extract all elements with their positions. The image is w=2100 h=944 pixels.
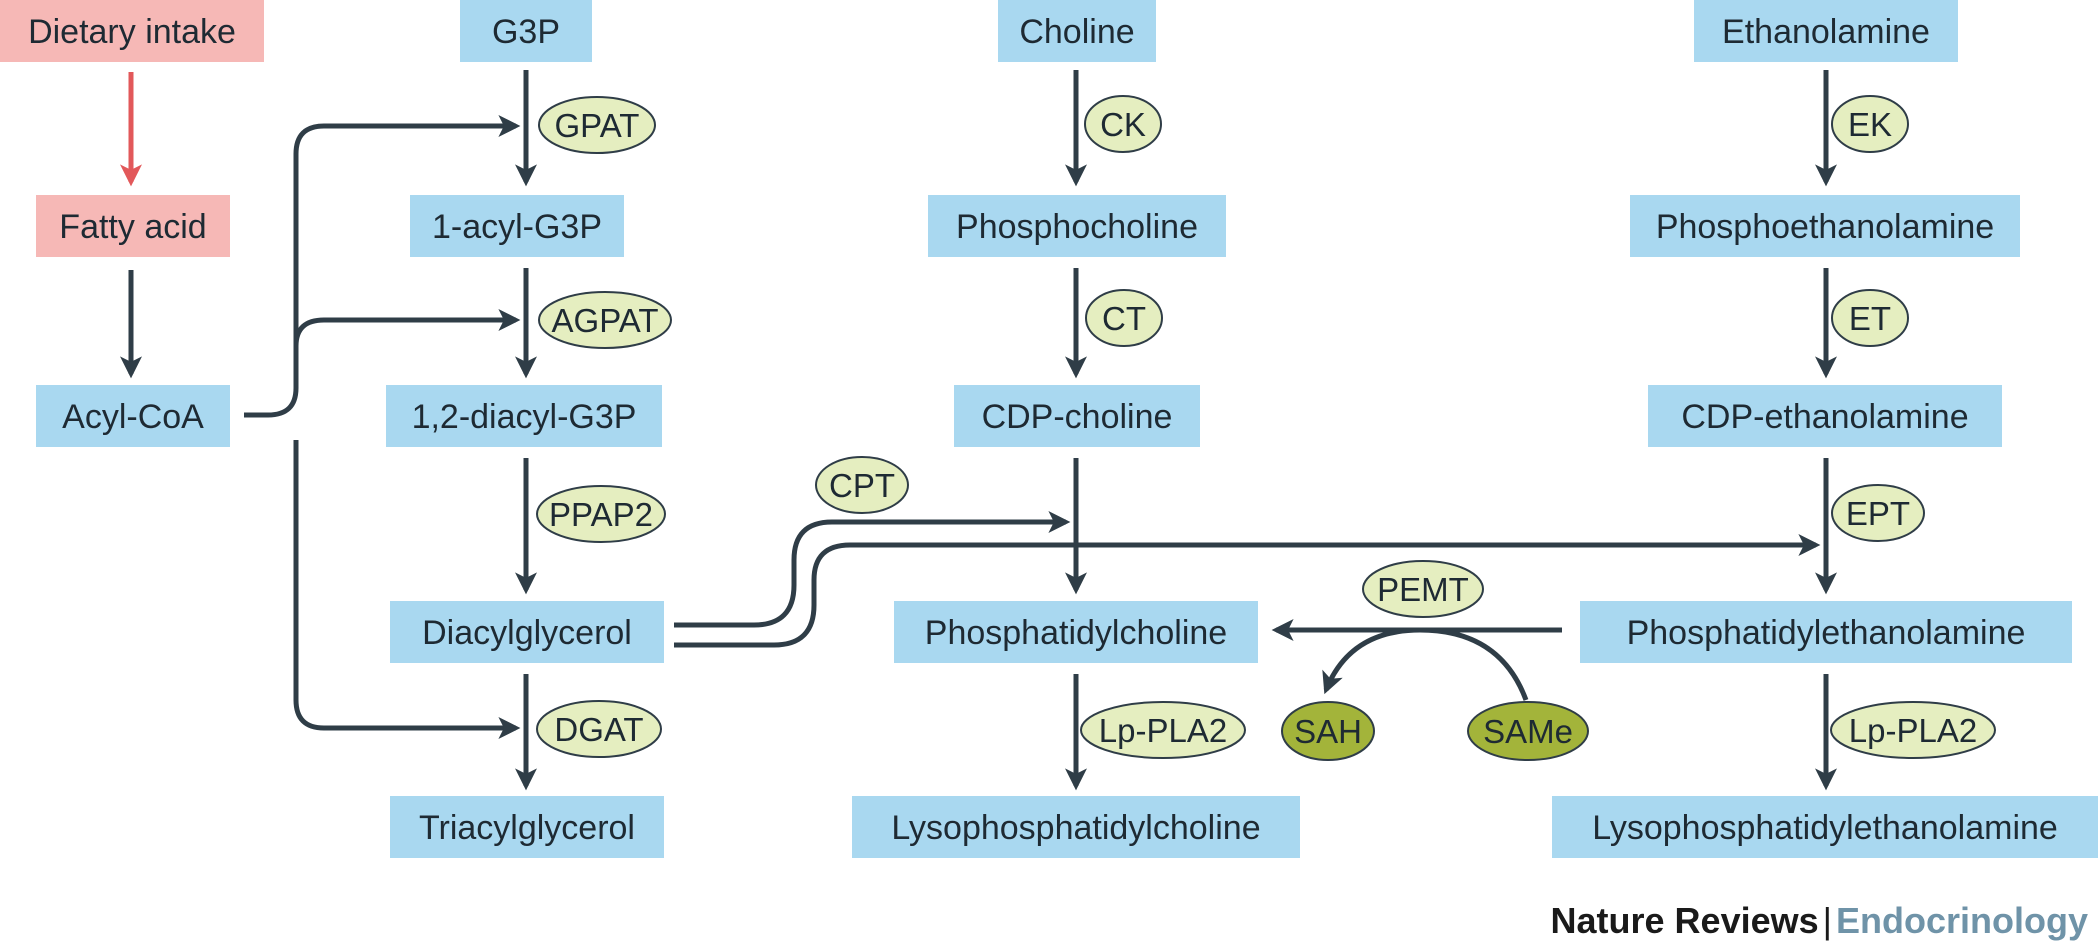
node-lysophosphatidylcholine-label: Lysophosphatidylcholine bbox=[891, 809, 1260, 847]
node-diacylglycerol: Diacylglycerol bbox=[390, 601, 664, 663]
enzyme-ept: EPT bbox=[1831, 484, 1925, 542]
node-triacylglycerol: Triacylglycerol bbox=[390, 796, 664, 858]
enzyme-lp-pla2-pe-label: Lp-PLA2 bbox=[1849, 712, 1977, 749]
enzyme-ek-label: EK bbox=[1848, 106, 1892, 143]
node-lysophosphatidylcholine: Lysophosphatidylcholine bbox=[852, 796, 1300, 858]
arrow-dag-to-ept bbox=[674, 534, 1821, 648]
node-fatty-acid-label: Fatty acid bbox=[59, 208, 206, 246]
enzyme-ept-label: EPT bbox=[1846, 495, 1910, 532]
node-diacyl-g3p-label: 1,2-diacyl-G3P bbox=[412, 398, 637, 436]
node-acyl-g3p: 1-acyl-G3P bbox=[410, 195, 624, 257]
node-diacyl-g3p: 1,2-diacyl-G3P bbox=[386, 385, 662, 447]
enzyme-agpat: AGPAT bbox=[538, 291, 672, 349]
cofactor-sah-label: SAH bbox=[1294, 713, 1362, 750]
enzyme-ck-label: CK bbox=[1100, 106, 1146, 143]
journal-credit: Nature Reviews|Endocrinology bbox=[1551, 900, 2088, 942]
node-choline-label: Choline bbox=[1019, 13, 1134, 51]
enzyme-gpat-label: GPAT bbox=[555, 107, 640, 144]
enzyme-ppap2: PPAP2 bbox=[536, 485, 666, 543]
node-g3p: G3P bbox=[460, 0, 592, 62]
node-diacylglycerol-label: Diacylglycerol bbox=[422, 614, 632, 652]
journal-subtitle: Endocrinology bbox=[1836, 900, 2088, 941]
journal-separator: | bbox=[1822, 900, 1832, 941]
node-lysophosphatidylethanolamine-label: Lysophosphatidylethanolamine bbox=[1592, 809, 2058, 847]
enzyme-lp-pla2-pc-label: Lp-PLA2 bbox=[1099, 712, 1227, 749]
node-phosphocholine-label: Phosphocholine bbox=[956, 208, 1198, 246]
enzyme-lp-pla2-pe: Lp-PLA2 bbox=[1830, 701, 1996, 759]
journal-name: Nature Reviews bbox=[1550, 900, 1819, 941]
node-dietary-intake-label: Dietary intake bbox=[28, 13, 236, 51]
cofactor-nodes: SAH SAMe bbox=[1281, 701, 1589, 761]
arrows bbox=[120, 70, 1837, 791]
node-ethanolamine: Ethanolamine bbox=[1694, 0, 1958, 62]
node-acyl-coa-label: Acyl-CoA bbox=[62, 398, 204, 436]
arrow-dag-to-cpt bbox=[674, 511, 1071, 628]
cofactor-same: SAMe bbox=[1467, 701, 1589, 761]
node-lysophosphatidylethanolamine: Lysophosphatidylethanolamine bbox=[1552, 796, 2098, 858]
node-phosphoethanolamine: Phosphoethanolamine bbox=[1630, 195, 2020, 257]
enzyme-nodes: GPAT AGPAT PPAP2 DGAT CK CT CPT Lp-PLA2 bbox=[536, 95, 1996, 759]
cofactor-same-label: SAMe bbox=[1483, 713, 1573, 750]
enzyme-ppap2-label: PPAP2 bbox=[549, 496, 653, 533]
node-fatty-acid: Fatty acid bbox=[36, 195, 230, 257]
node-cdp-choline: CDP-choline bbox=[954, 385, 1200, 447]
node-phosphoethanolamine-label: Phosphoethanolamine bbox=[1656, 208, 1994, 246]
node-acyl-g3p-label: 1-acyl-G3P bbox=[432, 208, 602, 246]
node-triacylglycerol-label: Triacylglycerol bbox=[419, 809, 635, 847]
node-acyl-coa: Acyl-CoA bbox=[36, 385, 230, 447]
enzyme-ek: EK bbox=[1831, 95, 1909, 153]
enzyme-ct-label: CT bbox=[1102, 300, 1146, 337]
node-cdp-choline-label: CDP-choline bbox=[982, 398, 1173, 436]
enzyme-lp-pla2-pc: Lp-PLA2 bbox=[1080, 701, 1246, 759]
arrow-acyl-coa-bracket bbox=[244, 123, 516, 731]
metabolite-nodes: Dietary intake Fatty acid Acyl-CoA G3P 1… bbox=[0, 0, 2098, 858]
enzyme-dgat: DGAT bbox=[536, 700, 662, 758]
enzyme-pemt-label: PEMT bbox=[1377, 571, 1469, 608]
enzyme-ct: CT bbox=[1085, 289, 1163, 347]
node-cdp-ethanolamine: CDP-ethanolamine bbox=[1648, 385, 2002, 447]
enzyme-et-label: ET bbox=[1849, 300, 1891, 337]
enzyme-cpt-label: CPT bbox=[829, 467, 895, 504]
enzyme-agpat-label: AGPAT bbox=[552, 302, 659, 339]
node-dietary-intake: Dietary intake bbox=[0, 0, 264, 62]
node-choline: Choline bbox=[998, 0, 1156, 62]
arrow-same-to-sah bbox=[1322, 627, 1529, 701]
enzyme-pemt: PEMT bbox=[1362, 560, 1484, 618]
node-cdp-ethanolamine-label: CDP-ethanolamine bbox=[1681, 398, 1968, 436]
enzyme-ck: CK bbox=[1084, 95, 1162, 153]
node-phosphatidylcholine-label: Phosphatidylcholine bbox=[925, 614, 1227, 652]
node-ethanolamine-label: Ethanolamine bbox=[1722, 13, 1930, 51]
node-phosphatidylethanolamine-label: Phosphatidylethanolamine bbox=[1627, 614, 2026, 652]
enzyme-et: ET bbox=[1831, 289, 1909, 347]
node-phosphocholine: Phosphocholine bbox=[928, 195, 1226, 257]
node-g3p-label: G3P bbox=[492, 13, 560, 51]
enzyme-dgat-label: DGAT bbox=[554, 711, 643, 748]
node-phosphatidylcholine: Phosphatidylcholine bbox=[894, 601, 1258, 663]
enzyme-gpat: GPAT bbox=[538, 96, 656, 154]
node-phosphatidylethanolamine: Phosphatidylethanolamine bbox=[1580, 601, 2072, 663]
enzyme-cpt: CPT bbox=[815, 456, 909, 514]
cofactor-sah: SAH bbox=[1281, 701, 1375, 761]
